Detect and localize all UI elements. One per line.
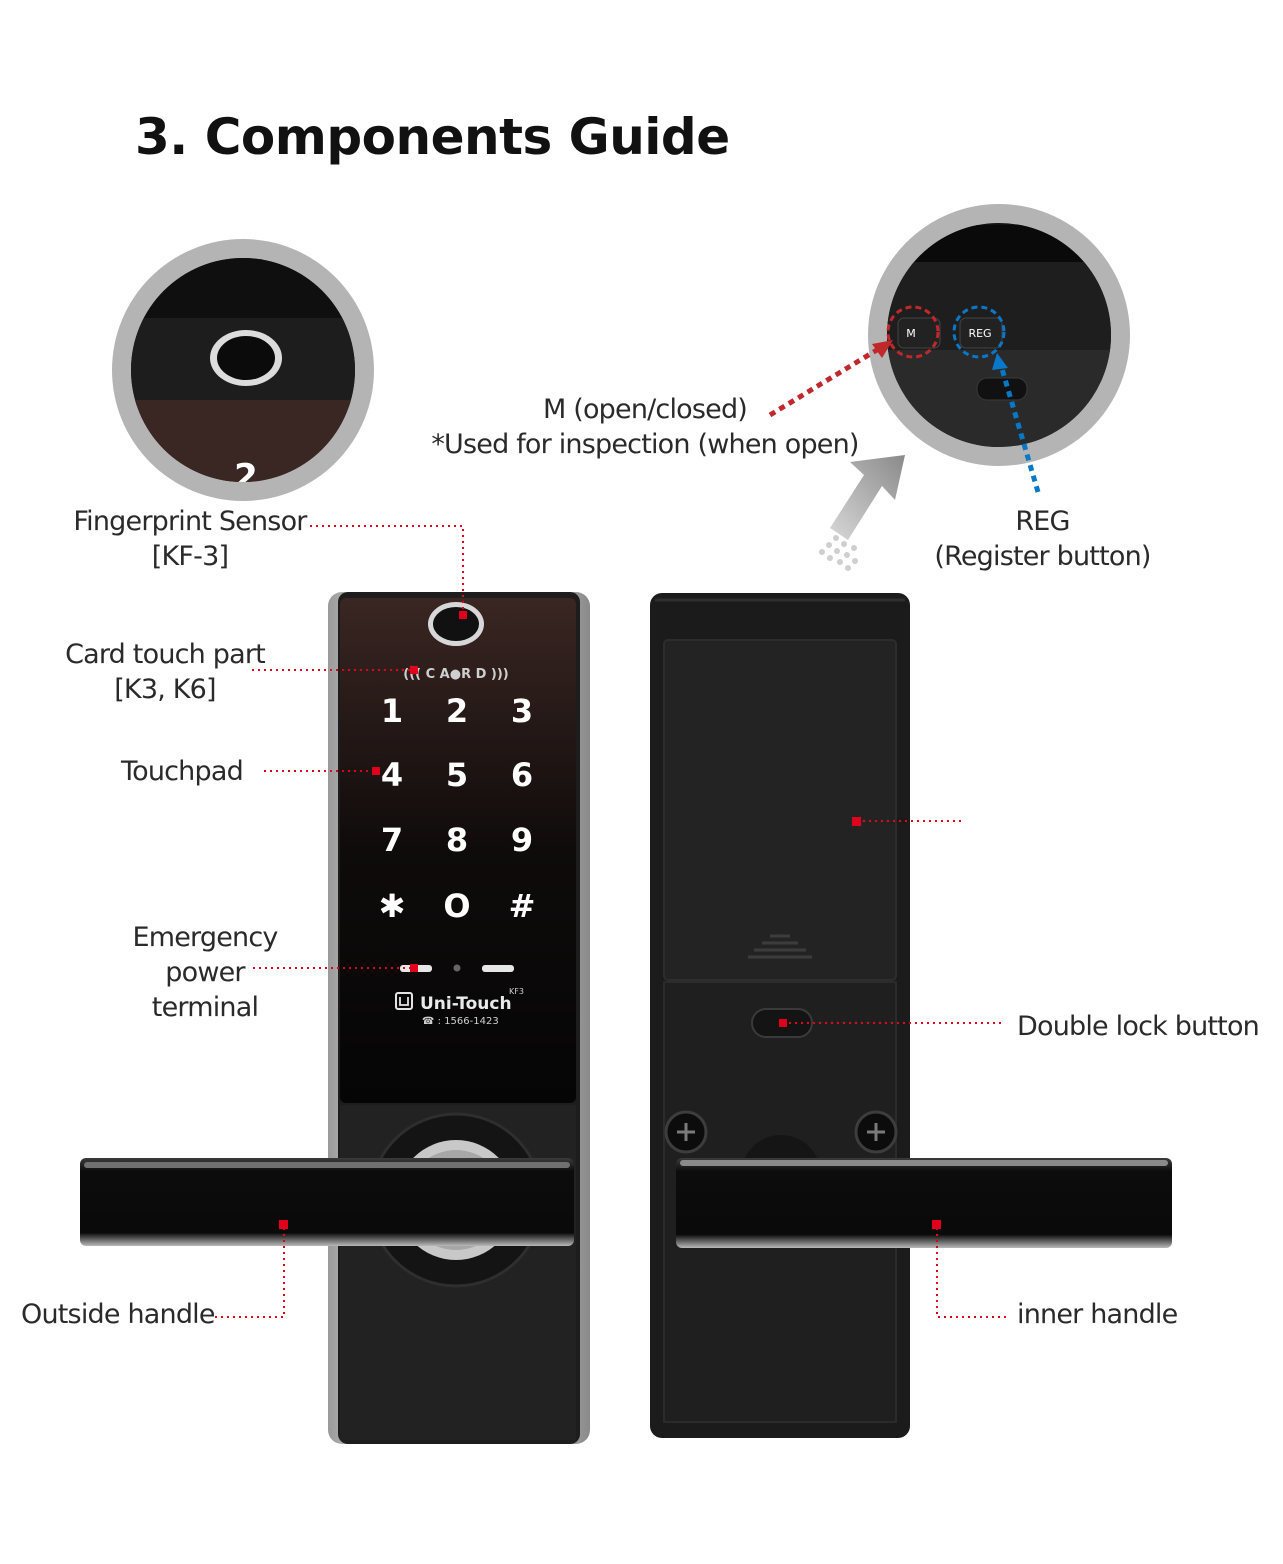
card-mark: ((( C A●R D ))) [403,667,509,682]
fingerprint-sensor-icon [428,602,484,646]
key-8[interactable]: 8 [446,821,468,859]
key-4[interactable]: 4 [381,756,403,794]
model-badge: KF3 [509,987,524,996]
key-1[interactable]: 1 [381,692,403,730]
arrow-icon [819,455,905,571]
indicator-bar [482,965,514,972]
label-emergency-line2: power [165,957,245,988]
brand-logo-icon [395,992,413,1010]
label-m-switch: M (open/closed) *Used for inspection (wh… [430,392,860,462]
label-emergency-line3: terminal [151,992,259,1023]
key-hash[interactable]: # [509,887,536,925]
phone-number: ☎ : 1566-1423 [422,1016,499,1027]
leader-lines [215,525,1006,1318]
label-inner-handle: inner handle [1017,1299,1178,1330]
label-card-title: Card touch part [65,639,266,670]
keypad: 1 2 3 4 5 6 7 8 9 ✱ O # [379,692,536,925]
label-fingerprint-model: [KF-3] [151,541,229,572]
label-card: Card touch part [K3, K6] [60,637,270,707]
label-reg-title: REG [1015,506,1070,537]
touchpad-glass [340,598,576,1103]
m-callout-line [768,342,887,418]
zoom-reg-label: REG [968,327,991,340]
outside-handle[interactable] [80,1158,574,1246]
key-2[interactable]: 2 [446,692,468,730]
zoom-fingerprint: 2 [112,239,374,501]
label-fingerprint: Fingerprint Sensor [KF-3] [70,504,310,574]
key-9[interactable]: 9 [511,821,533,859]
screw-icon [664,1110,898,1154]
m-callout-arrow [872,340,893,358]
label-fingerprint-title: Fingerprint Sensor [73,506,307,537]
key-star[interactable]: ✱ [379,887,406,925]
page-title: 3. Components Guide [135,108,730,166]
reg-callout-arrow [992,353,1008,370]
label-double-lock: Double lock button [1017,1011,1260,1042]
key-3[interactable]: 3 [511,692,533,730]
key-6[interactable]: 6 [511,756,533,794]
label-emergency: Emergency power terminal [125,920,285,1025]
key-zero[interactable]: O [443,887,470,925]
label-m-switch-note: *Used for inspection (when open) [431,429,859,460]
label-touchpad: Touchpad [121,756,244,787]
zoom-m-label: M [906,327,916,340]
key-7[interactable]: 7 [381,821,403,859]
reg-callout-line [997,361,1041,493]
zoom-digit: 2 [234,457,258,497]
inner-handle[interactable] [676,1158,1172,1248]
zoom-switches: M REG [868,204,1130,466]
label-reg-desc: (Register button) [934,541,1151,572]
back-lock-unit [650,593,910,1438]
label-m-switch-title: M (open/closed) [542,394,748,425]
status-led [453,964,461,972]
marker-dots [279,611,941,1229]
label-reg: REG (Register button) [930,504,1155,574]
brand-name: Uni-Touch [420,994,512,1014]
key-5[interactable]: 5 [446,756,468,794]
label-emergency-line1: Emergency [132,922,278,953]
label-outside-handle: Outside handle [21,1299,215,1330]
label-card-models: [K3, K6] [114,674,216,705]
